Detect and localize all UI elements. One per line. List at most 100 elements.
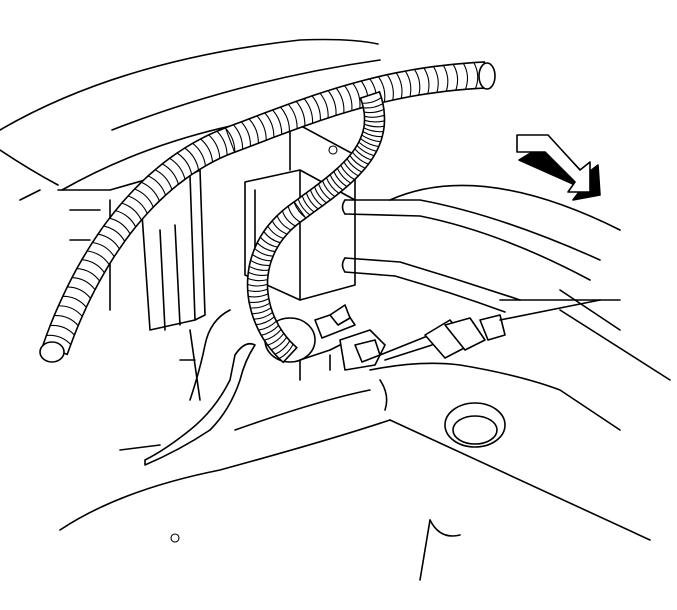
harness-ring: [58, 305, 83, 317]
harness-ring: [358, 141, 377, 152]
harness-ring: [224, 127, 236, 153]
harness-ring: [352, 82, 361, 109]
harness-ring: [248, 271, 269, 276]
harness-ring: [62, 295, 87, 308]
harness-ring: [247, 277, 268, 282]
harness-ring: [141, 181, 160, 202]
harness-ring: [184, 147, 200, 171]
harness-ring: [354, 148, 372, 161]
harness-ring: [259, 236, 278, 248]
harness-ring: [346, 158, 363, 173]
harness-end-cap: [478, 62, 496, 90]
harness-ring: [442, 65, 449, 92]
harness-ring: [255, 316, 275, 326]
harness-ring: [351, 151, 369, 165]
harness-ring: [414, 69, 421, 96]
harness-ring: [276, 215, 292, 231]
throttle-bracket: [144, 309, 256, 466]
harness-ring: [76, 268, 101, 282]
harness-ring: [109, 217, 131, 235]
harness-ring: [256, 242, 276, 253]
harness-ring: [258, 320, 277, 331]
harness-ring: [248, 118, 259, 144]
harness-ring: [303, 98, 314, 124]
harness-ring: [317, 183, 331, 201]
harness-ring: [154, 169, 173, 190]
hood-edge-lines: [0, 38, 381, 201]
harness-ring: [248, 293, 269, 298]
harness-ring: [274, 340, 291, 355]
harness-ring: [309, 189, 323, 207]
harness-ring: [240, 121, 252, 147]
harness-ring: [404, 70, 412, 97]
harness-ring: [216, 130, 228, 156]
harness-ring: [71, 277, 96, 291]
harness-ring: [386, 74, 394, 101]
harness-ring: [247, 283, 268, 287]
harness-ring: [50, 324, 75, 336]
harness-ring: [279, 106, 290, 132]
harness-ring: [192, 142, 207, 166]
harness-ring: [361, 134, 381, 143]
harness-ring: [327, 90, 337, 116]
harness-ring: [121, 202, 142, 221]
harness-ring: [356, 145, 375, 157]
harness-ring: [272, 109, 283, 135]
harness-ring: [253, 311, 273, 320]
harness-ring: [363, 103, 384, 109]
harness-ring: [311, 95, 321, 121]
harness-ring: [321, 180, 336, 198]
harness-ring: [248, 265, 269, 271]
harness-ring: [67, 286, 92, 299]
oil-fill-cap: [444, 402, 506, 448]
harness-ring: [261, 325, 280, 336]
harness-ring: [319, 92, 329, 119]
harness-ring: [363, 127, 384, 133]
harness-ring: [224, 127, 236, 153]
harness-ring: [364, 119, 385, 123]
harness-ring: [313, 186, 327, 204]
harness-ring: [462, 63, 469, 90]
harness-ring: [281, 210, 296, 227]
harness-ring: [333, 171, 348, 188]
harness-ring: [232, 124, 244, 150]
harness-ring: [264, 329, 282, 341]
harness-ring: [46, 334, 72, 345]
harness-ring: [278, 343, 294, 359]
harness-ring: [254, 248, 274, 257]
harness-ring: [103, 225, 126, 242]
harness-ring: [364, 108, 385, 114]
harness-ring: [433, 66, 439, 93]
harness-ring: [92, 241, 115, 257]
harness-ring: [305, 192, 319, 210]
harness-ring: [335, 87, 345, 114]
harness-ring: [360, 138, 379, 148]
harness-ring: [344, 85, 353, 111]
harness-ring: [252, 253, 272, 262]
harness-ring: [336, 168, 352, 184]
harness-ring: [127, 195, 148, 214]
harness-ring: [267, 225, 284, 239]
harness-ring: [147, 175, 167, 196]
harness-ring: [343, 161, 359, 177]
harness-end-cap: [39, 341, 65, 363]
direction-arrow-icon: [516, 134, 601, 201]
harness-ring: [250, 259, 270, 267]
harness-ring: [395, 72, 403, 99]
harness-ring: [264, 112, 275, 138]
harness-ring: [340, 164, 355, 181]
harness-ring: [115, 210, 137, 228]
harness-ring: [256, 115, 267, 141]
harness-ring: [329, 174, 344, 191]
harness-ring: [287, 103, 298, 129]
harness-ring: [169, 157, 186, 180]
harness-ring: [301, 195, 315, 213]
harness-ring: [423, 67, 430, 94]
harness-ring: [377, 76, 386, 103]
harness-ring: [362, 131, 383, 138]
harness-ring: [267, 333, 285, 346]
harness-ring: [97, 233, 120, 250]
harness-ring: [134, 188, 154, 208]
